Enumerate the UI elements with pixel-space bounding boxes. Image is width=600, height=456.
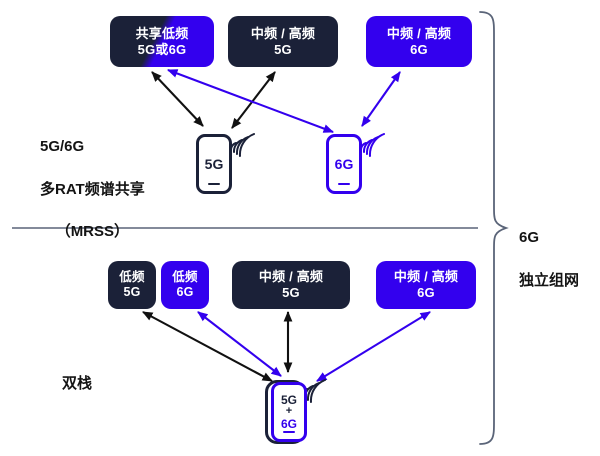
band-box-midhigh-6g-dualstack-line2: 6G (417, 285, 435, 300)
signal-waves-phone-5g (230, 133, 255, 157)
arrow-low5g-to-dualphone (142, 311, 273, 382)
bracket-label-line1: 6G (519, 229, 540, 247)
device-phone-dual-label-5g: 5G (280, 392, 297, 407)
section-label-dual-stack-line1: 双栈 (62, 375, 93, 393)
section-label-mrss: 5G/6G 多RAT频谱共享 （MRSS） (40, 115, 145, 264)
band-box-low-6g-line1: 低频 (172, 269, 198, 284)
grouping-brace (479, 11, 509, 445)
band-box-shared-low-line1: 共享低频 (135, 25, 189, 41)
section-label-dual-stack: 双栈 (62, 352, 92, 416)
band-box-midhigh-5g-dualstack[interactable]: 中频 / 高频 5G (232, 261, 350, 309)
band-box-low-5g[interactable]: 低频 5G (108, 261, 156, 309)
section-label-mrss-line1: 5G/6G (40, 138, 85, 156)
band-box-midhigh-5g-dualstack-line1: 中频 / 高频 (258, 269, 324, 285)
band-box-midhigh-6g-line2: 6G (410, 41, 428, 57)
device-phone-6g-label: 6G (334, 155, 354, 172)
band-box-midhigh-5g-line1: 中频 / 高频 (250, 25, 316, 41)
signal-waves-phone-6g (360, 133, 385, 157)
device-phone-5g[interactable]: 5G (196, 134, 232, 194)
band-box-low-5g-line2: 5G (123, 285, 141, 299)
bracket-label-line2: 独立组网 (519, 271, 580, 289)
device-phone-dual-label-6g: 6G (280, 416, 297, 431)
arrow-low6g-to-dualphone (197, 311, 282, 377)
phone-home-indicator (208, 183, 220, 185)
bracket-label-6g-standalone: 6G 独立组网 (519, 206, 579, 312)
device-phone-dual-5g-6g[interactable]: 5G + 6G (271, 382, 307, 442)
device-phone-dual-label: 5G + 6G (281, 394, 297, 431)
arrow-sharedlow-to-phone5g (151, 71, 204, 127)
band-box-low-5g-line1: 低频 (119, 269, 145, 284)
band-box-low-6g[interactable]: 低频 6G (161, 261, 209, 309)
arrow-midhigh6g-to-phone6g (361, 71, 401, 127)
section-label-mrss-line2: 多RAT频谱共享 (40, 180, 145, 198)
section-label-mrss-line3: （MRSS） (55, 223, 130, 241)
arrow-midhigh6gb-to-dualphone (316, 311, 431, 382)
arrow-midhigh5g-to-phone5g (231, 71, 276, 129)
phone-home-indicator (338, 183, 350, 185)
device-phone-6g[interactable]: 6G (326, 134, 362, 194)
band-box-shared-low[interactable]: 共享低频 5G或6G (110, 16, 214, 67)
device-phone-5g-label: 5G (204, 155, 224, 172)
band-box-midhigh-6g[interactable]: 中频 / 高频 6G (366, 16, 472, 67)
device-phone-dual-label-plus: + (285, 405, 293, 418)
arrow-sharedlow-to-phone6g (167, 69, 334, 133)
phone-home-indicator (283, 431, 295, 433)
band-box-midhigh-6g-dualstack-line1: 中频 / 高频 (393, 269, 459, 285)
band-box-midhigh-5g[interactable]: 中频 / 高频 5G (228, 16, 338, 67)
band-box-midhigh-5g-dualstack-line2: 5G (282, 285, 300, 300)
band-box-low-6g-line2: 6G (176, 285, 194, 299)
band-box-midhigh-5g-line2: 5G (274, 41, 292, 57)
band-box-midhigh-6g-dualstack[interactable]: 中频 / 高频 6G (376, 261, 476, 309)
band-box-shared-low-line2: 5G或6G (137, 41, 187, 57)
band-box-midhigh-6g-line1: 中频 / 高频 (386, 25, 452, 41)
